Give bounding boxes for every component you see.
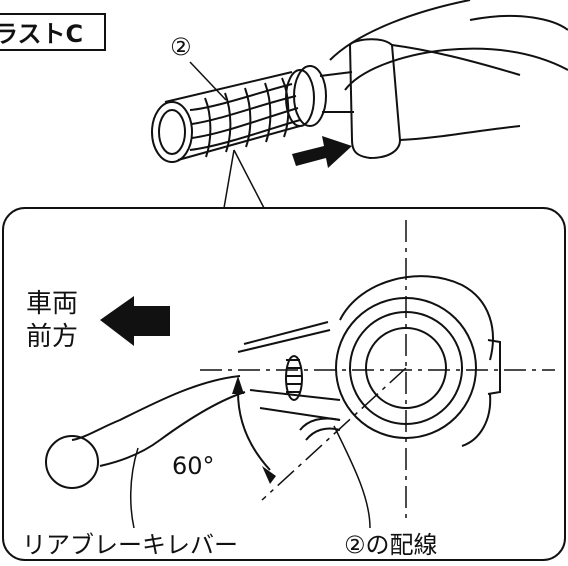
vehicle-front-indicator: 車両 前方 — [26, 289, 170, 352]
title-box: ラストC — [0, 13, 106, 51]
detail-box — [2, 207, 566, 561]
wiring-label: ②の配線 — [344, 531, 438, 559]
lever-bracket — [237, 321, 341, 421]
center-lines — [200, 220, 555, 518]
push-arrow — [292, 136, 352, 168]
front-label-line2: 前方 — [26, 322, 78, 352]
upper-illustration — [151, 0, 568, 163]
leader-lines — [130, 425, 371, 529]
angle-indicator: 60° — [172, 376, 276, 484]
front-label-line1: 車両 — [26, 289, 78, 319]
grip-callout: ② — [170, 33, 227, 101]
zoom-lines — [223, 149, 265, 209]
front-arrow — [100, 296, 170, 346]
switch-housing-detail — [335, 275, 501, 447]
brake-lever — [45, 375, 246, 489]
title-text: ラストC — [0, 20, 83, 48]
rear-brake-lever-label: リアブレーキレバー — [22, 531, 238, 559]
angle-label: 60° — [172, 452, 215, 480]
grip-callout-number: ② — [170, 33, 192, 61]
wiring — [299, 417, 341, 441]
